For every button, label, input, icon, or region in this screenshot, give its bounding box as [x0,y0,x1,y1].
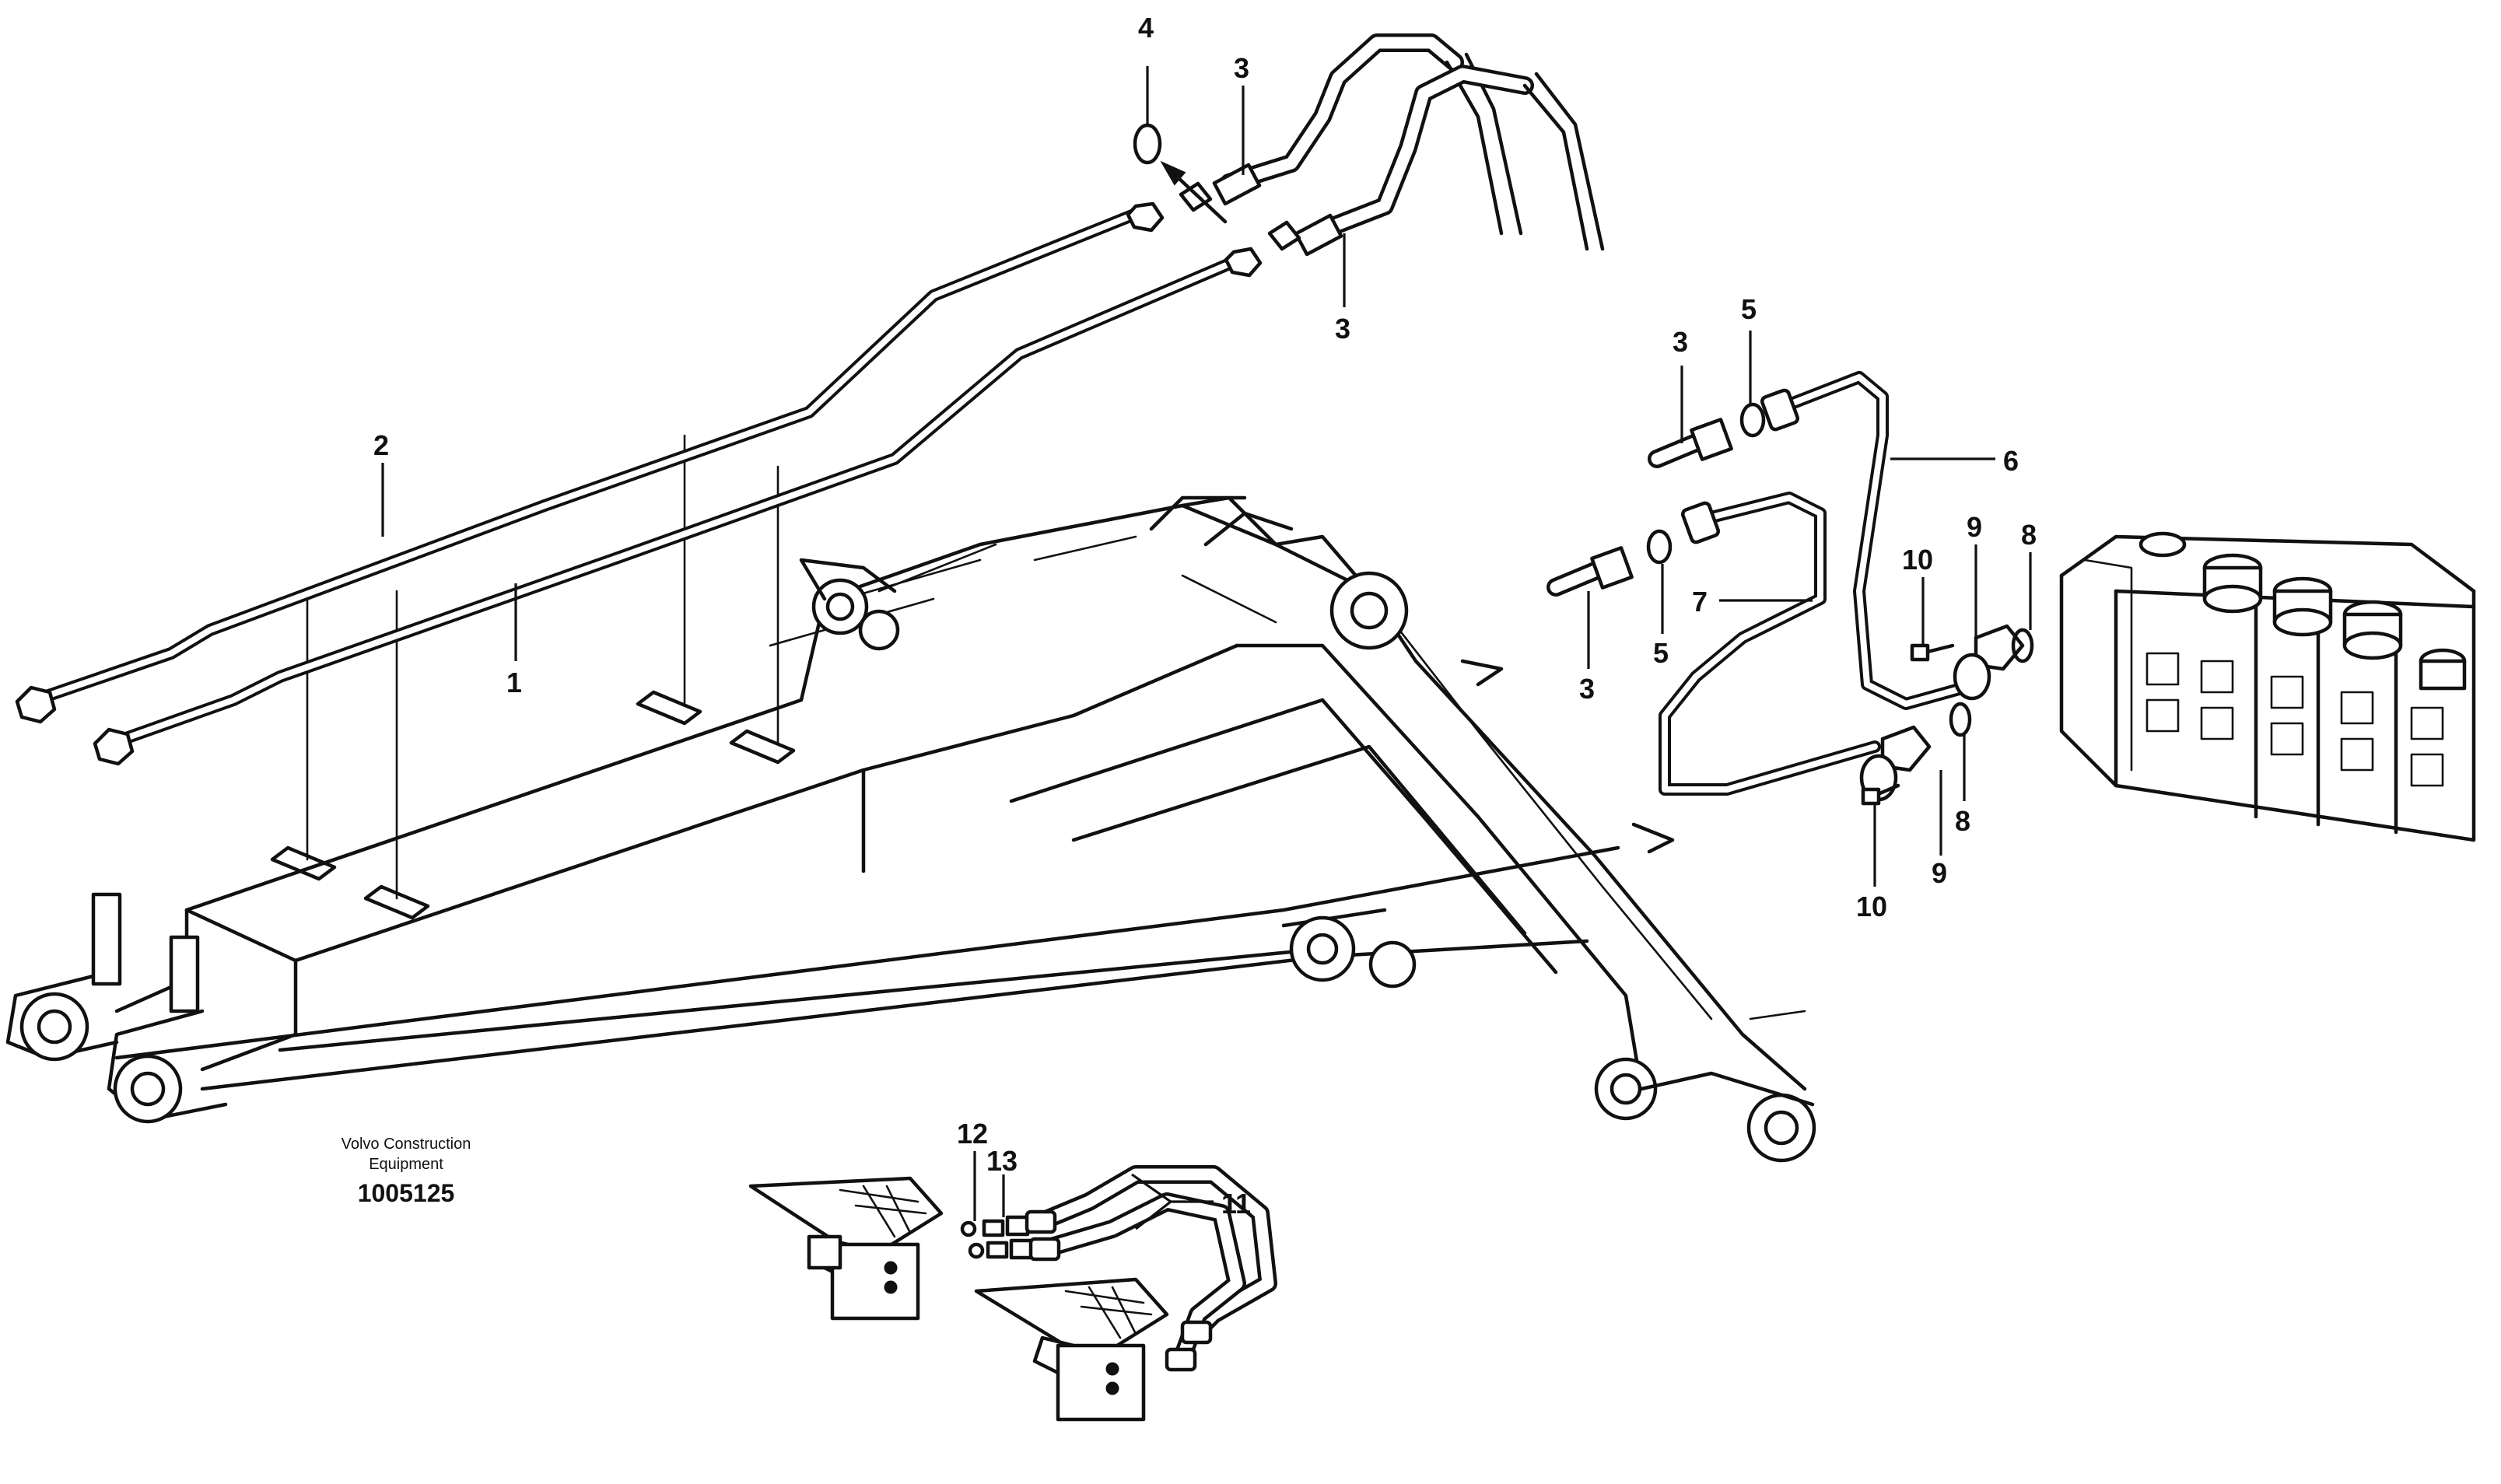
callout-7: 7 [1692,586,1708,618]
boom-assembly [5,434,1816,1163]
clamp-bracket [270,690,796,920]
callout-5: 5 [1653,637,1669,669]
o-ring-8 [1949,628,2034,737]
callout-3: 3 [1673,326,1688,358]
callout-2: 2 [373,429,389,461]
hose-3-upper [1179,33,1605,257]
pipe-2 [15,201,1165,724]
callout-3: 3 [1579,673,1595,705]
callout-12: 12 [957,1118,988,1150]
callout-3: 3 [1234,52,1249,84]
drawing-number: 1005125 [358,1179,455,1207]
hose-3-right [1546,418,1733,597]
callout-8: 8 [2021,519,2037,551]
callout-11: 11 [1221,1188,1251,1220]
callout-9: 9 [1932,857,1947,889]
leader-lines [381,66,2032,1230]
callout-4: 4 [1138,12,1154,44]
publisher-line-1: Volvo Construction [342,1136,471,1153]
pipe-6 [1760,371,1982,710]
fitting-12 [960,1219,1009,1259]
callout-10: 10 [1902,544,1933,576]
callout-5: 5 [1741,293,1757,325]
callout-10: 10 [1856,891,1887,922]
screw-10 [1861,643,1955,806]
title-block: Volvo Construction Equipment 1005125 [342,1136,471,1207]
callout-8: 8 [1955,805,1970,837]
o-ring-4 [1133,123,1228,224]
valve-cap [2138,531,2467,691]
pipe-1 [93,247,1263,766]
publisher-line-2: Equipment [369,1156,443,1173]
control-valve [2059,531,2476,842]
hose-11 [1025,1165,1277,1372]
valve-port [2145,652,2444,787]
callouts: 4 3 3 2 1 3 5 6 7 3 5 9 10 8 8 9 10 12 1… [373,12,2037,1220]
pipe-7 [1659,492,1881,796]
callout-9: 9 [1967,511,1982,543]
flange-9 [1859,624,2025,802]
callout-13: 13 [986,1145,1018,1177]
callout-1: 1 [506,667,522,698]
callout-3: 3 [1335,313,1350,345]
callout-6: 6 [2003,445,2019,477]
pedal-assembly [748,1165,1277,1422]
o-ring-5 [1646,402,1766,565]
